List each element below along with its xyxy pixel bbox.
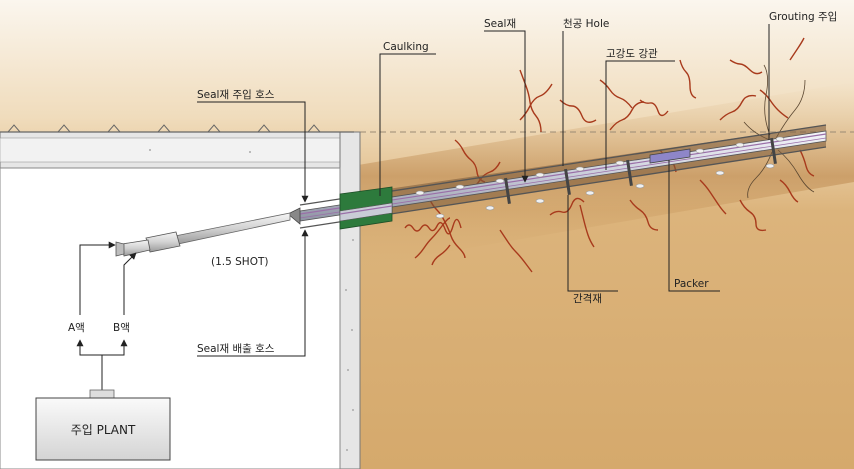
slab-hatching bbox=[7, 124, 321, 133]
pipe-nozzle bbox=[287, 207, 301, 225]
borehole-label: 천공 Hole bbox=[563, 18, 609, 30]
liquid-b-label: B액 bbox=[113, 322, 130, 334]
seal-material-label: Seal재 bbox=[484, 18, 516, 30]
spacer-leader bbox=[567, 195, 618, 292]
injection-plant: 주입 PLANT bbox=[35, 389, 171, 461]
steel-pipe-leader bbox=[605, 60, 675, 170]
liquid-feed-lines bbox=[76, 241, 137, 395]
seal-discharge-hose-leader bbox=[197, 229, 309, 357]
seal-material-beads bbox=[415, 136, 785, 219]
concrete-structure bbox=[0, 124, 361, 469]
grouting-injection-label: Grouting 주입 bbox=[769, 10, 837, 23]
seal-injection-hose-leader bbox=[197, 101, 309, 203]
seal-injection-hose-label: Seal재 주입 호스 bbox=[197, 88, 275, 101]
caulking-label: Caulking bbox=[383, 41, 429, 53]
shot-label: (1.5 SHOT) bbox=[211, 256, 268, 268]
seal-material-leader bbox=[484, 30, 529, 183]
packer bbox=[649, 148, 691, 164]
liquid-a-label: A액 bbox=[68, 322, 85, 334]
static-mixer bbox=[115, 231, 181, 257]
caulking-seal bbox=[339, 186, 393, 230]
injection-plant-label: 주입 PLANT bbox=[71, 423, 136, 437]
steel-pipe-label: 고강도 강관 bbox=[606, 48, 658, 60]
packer-label: Packer bbox=[674, 278, 709, 290]
caulking-leader bbox=[379, 53, 436, 196]
grout-spread-lines bbox=[743, 64, 815, 199]
spacers bbox=[504, 137, 777, 205]
packer-leader bbox=[668, 160, 720, 292]
seal-discharge-hose-label: Seal재 배출 호스 bbox=[197, 343, 275, 355]
spacer-label: 간격재 bbox=[573, 292, 602, 305]
